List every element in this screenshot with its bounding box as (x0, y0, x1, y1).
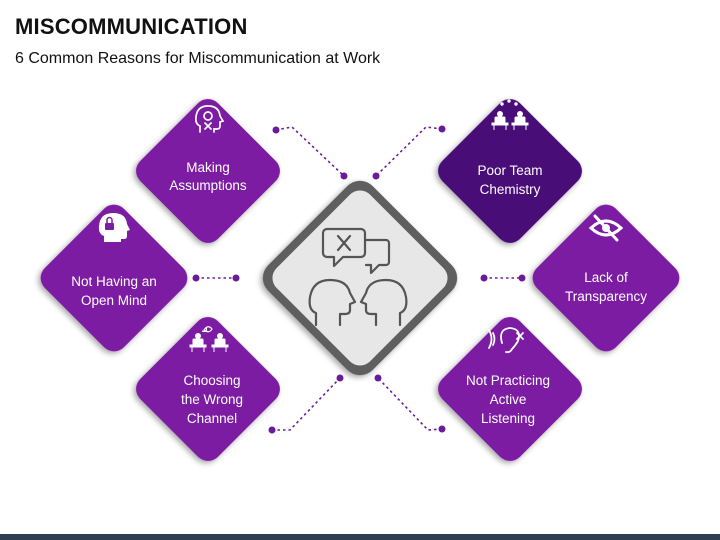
connector-active-listening (377, 377, 443, 431)
connectors (196, 126, 522, 431)
head-eye-icon (194, 105, 225, 133)
node-label-line: Assumptions (169, 178, 247, 193)
miscommunication-heads-icon (308, 227, 408, 327)
node-label-line: Choosing (183, 373, 240, 388)
node-wrong-channel: Choosing the Wrong Channel (136, 317, 280, 461)
node-label-line: the Wrong (181, 392, 243, 407)
node-label-line: Transparency (565, 289, 647, 304)
eye-slash-icon (588, 214, 624, 242)
node-label-line: Open Mind (81, 293, 147, 308)
connector-team-chemistry (375, 126, 443, 177)
node-label-line: Channel (187, 411, 237, 426)
center-diamond (262, 180, 458, 376)
node-label-line: Chemistry (480, 182, 541, 197)
bottom-bar (0, 534, 720, 540)
node-label-line: Lack of (584, 270, 628, 285)
node-label-line: Poor Team (477, 163, 542, 178)
head-lock-icon (98, 213, 130, 242)
ear-cross-icon (488, 327, 524, 354)
connector-dots (192, 125, 526, 434)
node-label-line: Active (490, 392, 527, 407)
node-open-mind: Not Having an Open Mind (40, 204, 188, 352)
team-desks-icon (491, 99, 529, 130)
node-team-chemistry: Poor Team Chemistry (438, 99, 582, 243)
node-label-line: Not Having an (71, 274, 157, 289)
node-transparency: Lack of Transparency (532, 204, 680, 352)
page-subtitle: 6 Common Reasons for Miscommunication at… (15, 50, 381, 67)
node-label-line: Making (186, 160, 230, 175)
connector-assumptions (275, 126, 345, 177)
desks-tangled-icon (189, 326, 229, 352)
connector-wrong-channel (272, 377, 341, 431)
node-label-line: Not Practicing (466, 373, 550, 388)
page-title: MISCOMMUNICATION (15, 14, 248, 39)
node-active-listening: Not Practicing Active Listening (438, 317, 582, 461)
node-making-assumptions: Making Assumptions (136, 99, 280, 243)
node-label-line: Listening (481, 411, 535, 426)
